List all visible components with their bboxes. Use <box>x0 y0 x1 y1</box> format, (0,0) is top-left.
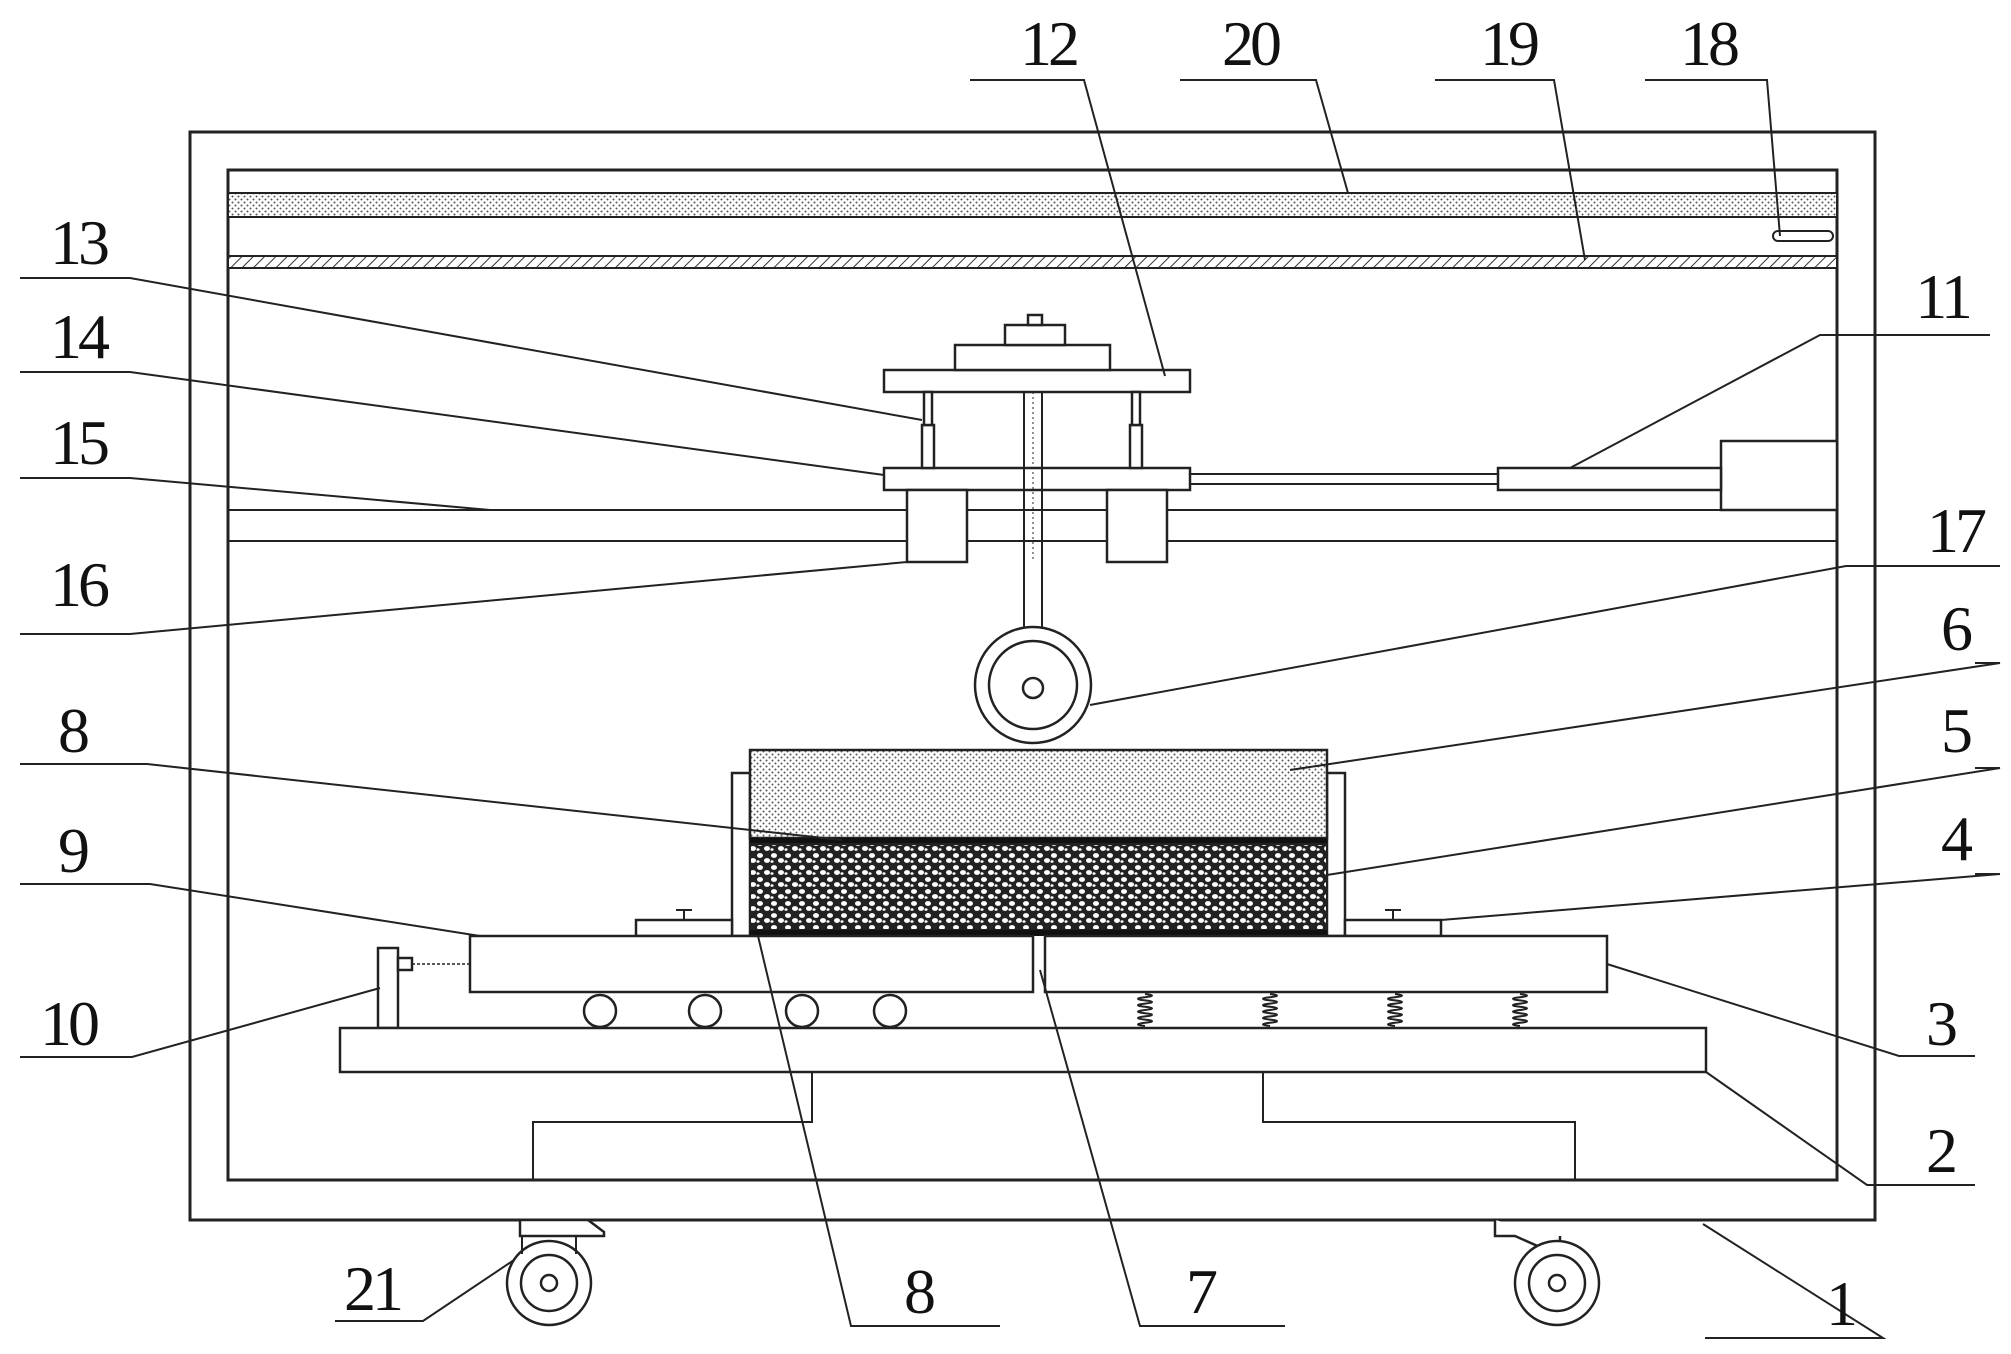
label-18: 18 <box>1680 8 1738 79</box>
label-13: 13 <box>50 207 108 278</box>
label-3: 3 <box>1926 988 1956 1059</box>
hatched-layer <box>227 255 1838 269</box>
base-foot-left <box>532 1072 813 1180</box>
leader-15 <box>20 477 491 511</box>
leader-lines <box>20 79 2001 1339</box>
leader-19 <box>1435 79 1586 261</box>
caster-right <box>1493 1220 1601 1327</box>
leader-8a <box>20 763 843 841</box>
actuator-cylinder <box>1496 466 1723 492</box>
label-17: 17 <box>1927 495 1986 566</box>
spring-group <box>1137 993 1528 1027</box>
guide-post-left <box>920 423 936 470</box>
separator-layer-upper <box>750 838 1327 844</box>
carriage-plate <box>882 466 1192 492</box>
label-16: 16 <box>50 549 109 620</box>
guide-post-right-cap <box>1130 390 1142 427</box>
leader-16 <box>20 561 908 635</box>
caster-left <box>505 1218 606 1327</box>
bearing-roller <box>582 993 618 1029</box>
flange-left <box>634 918 734 938</box>
guide-post-right <box>1128 423 1144 470</box>
motor-shaft <box>1026 313 1044 327</box>
label-9: 9 <box>58 815 88 886</box>
label-11: 11 <box>1915 261 1970 332</box>
slider-left <box>905 488 969 564</box>
leader-10 <box>20 987 381 1058</box>
slider-right <box>1105 488 1169 564</box>
flange-right <box>1343 918 1443 938</box>
spring-coil <box>1387 993 1403 1027</box>
surface-layer <box>748 748 1329 840</box>
leader-20 <box>1180 79 1349 194</box>
aggregate-layer <box>749 843 1328 931</box>
label-14: 14 <box>50 301 109 372</box>
label-8-upper: 8 <box>58 695 88 766</box>
actuator-body <box>1719 439 1839 512</box>
motor-top <box>1003 323 1067 347</box>
leader-2 <box>1705 1071 1975 1186</box>
spring-coil <box>1262 993 1278 1027</box>
label-10: 10 <box>40 988 98 1059</box>
platform-right <box>1043 934 1609 994</box>
platform-left <box>468 934 1035 994</box>
roller-axle <box>1021 676 1045 700</box>
top-plate <box>882 368 1192 394</box>
label-7: 7 <box>1186 1256 1217 1327</box>
leader-8b <box>757 935 1000 1327</box>
bearing-roller <box>872 993 908 1029</box>
separator-layer-lower <box>750 930 1327 936</box>
base-foot-right <box>1262 1072 1576 1180</box>
specimen-wall-right <box>1325 771 1347 938</box>
spring-coil <box>1512 993 1528 1027</box>
sensor-slot <box>1772 230 1834 242</box>
guide-post-left-cap <box>922 390 934 427</box>
leader-1 <box>1702 1223 1887 1339</box>
base-plate <box>338 1026 1708 1074</box>
label-2: 2 <box>1926 1115 1955 1186</box>
label-12: 12 <box>1020 8 1077 79</box>
bearing-roller <box>687 993 723 1029</box>
dotted-layer <box>227 192 1838 218</box>
label-5: 5 <box>1941 695 1971 766</box>
leader-6 <box>1289 662 2001 771</box>
leader-9 <box>20 883 481 937</box>
label-1: 1 <box>1826 1268 1855 1339</box>
pusher-head <box>396 956 414 972</box>
leader-18 <box>1645 79 1781 237</box>
leader-7 <box>1039 969 1285 1327</box>
leader-11 <box>1569 334 1990 469</box>
leader-17 <box>1089 565 2000 706</box>
leader-21 <box>335 1259 515 1322</box>
bearing-roller <box>784 993 820 1029</box>
label-6: 6 <box>1941 593 1972 664</box>
leader-14 <box>20 371 885 476</box>
label-15: 15 <box>50 407 108 478</box>
pusher-post <box>376 946 400 1030</box>
label-19: 19 <box>1480 8 1538 79</box>
motor-base <box>953 343 1112 372</box>
label-4: 4 <box>1941 803 1972 874</box>
leader-12 <box>970 79 1166 377</box>
leader-13 <box>20 277 923 421</box>
leader-3 <box>1606 963 1975 1057</box>
leader-5 <box>1326 767 2001 876</box>
leader-4 <box>1440 873 2001 921</box>
label-21: 21 <box>344 1253 401 1324</box>
spring-coil <box>1137 993 1153 1027</box>
label-20: 20 <box>1222 8 1280 79</box>
specimen-wall-left <box>730 771 752 938</box>
label-8-lower: 8 <box>904 1256 934 1327</box>
